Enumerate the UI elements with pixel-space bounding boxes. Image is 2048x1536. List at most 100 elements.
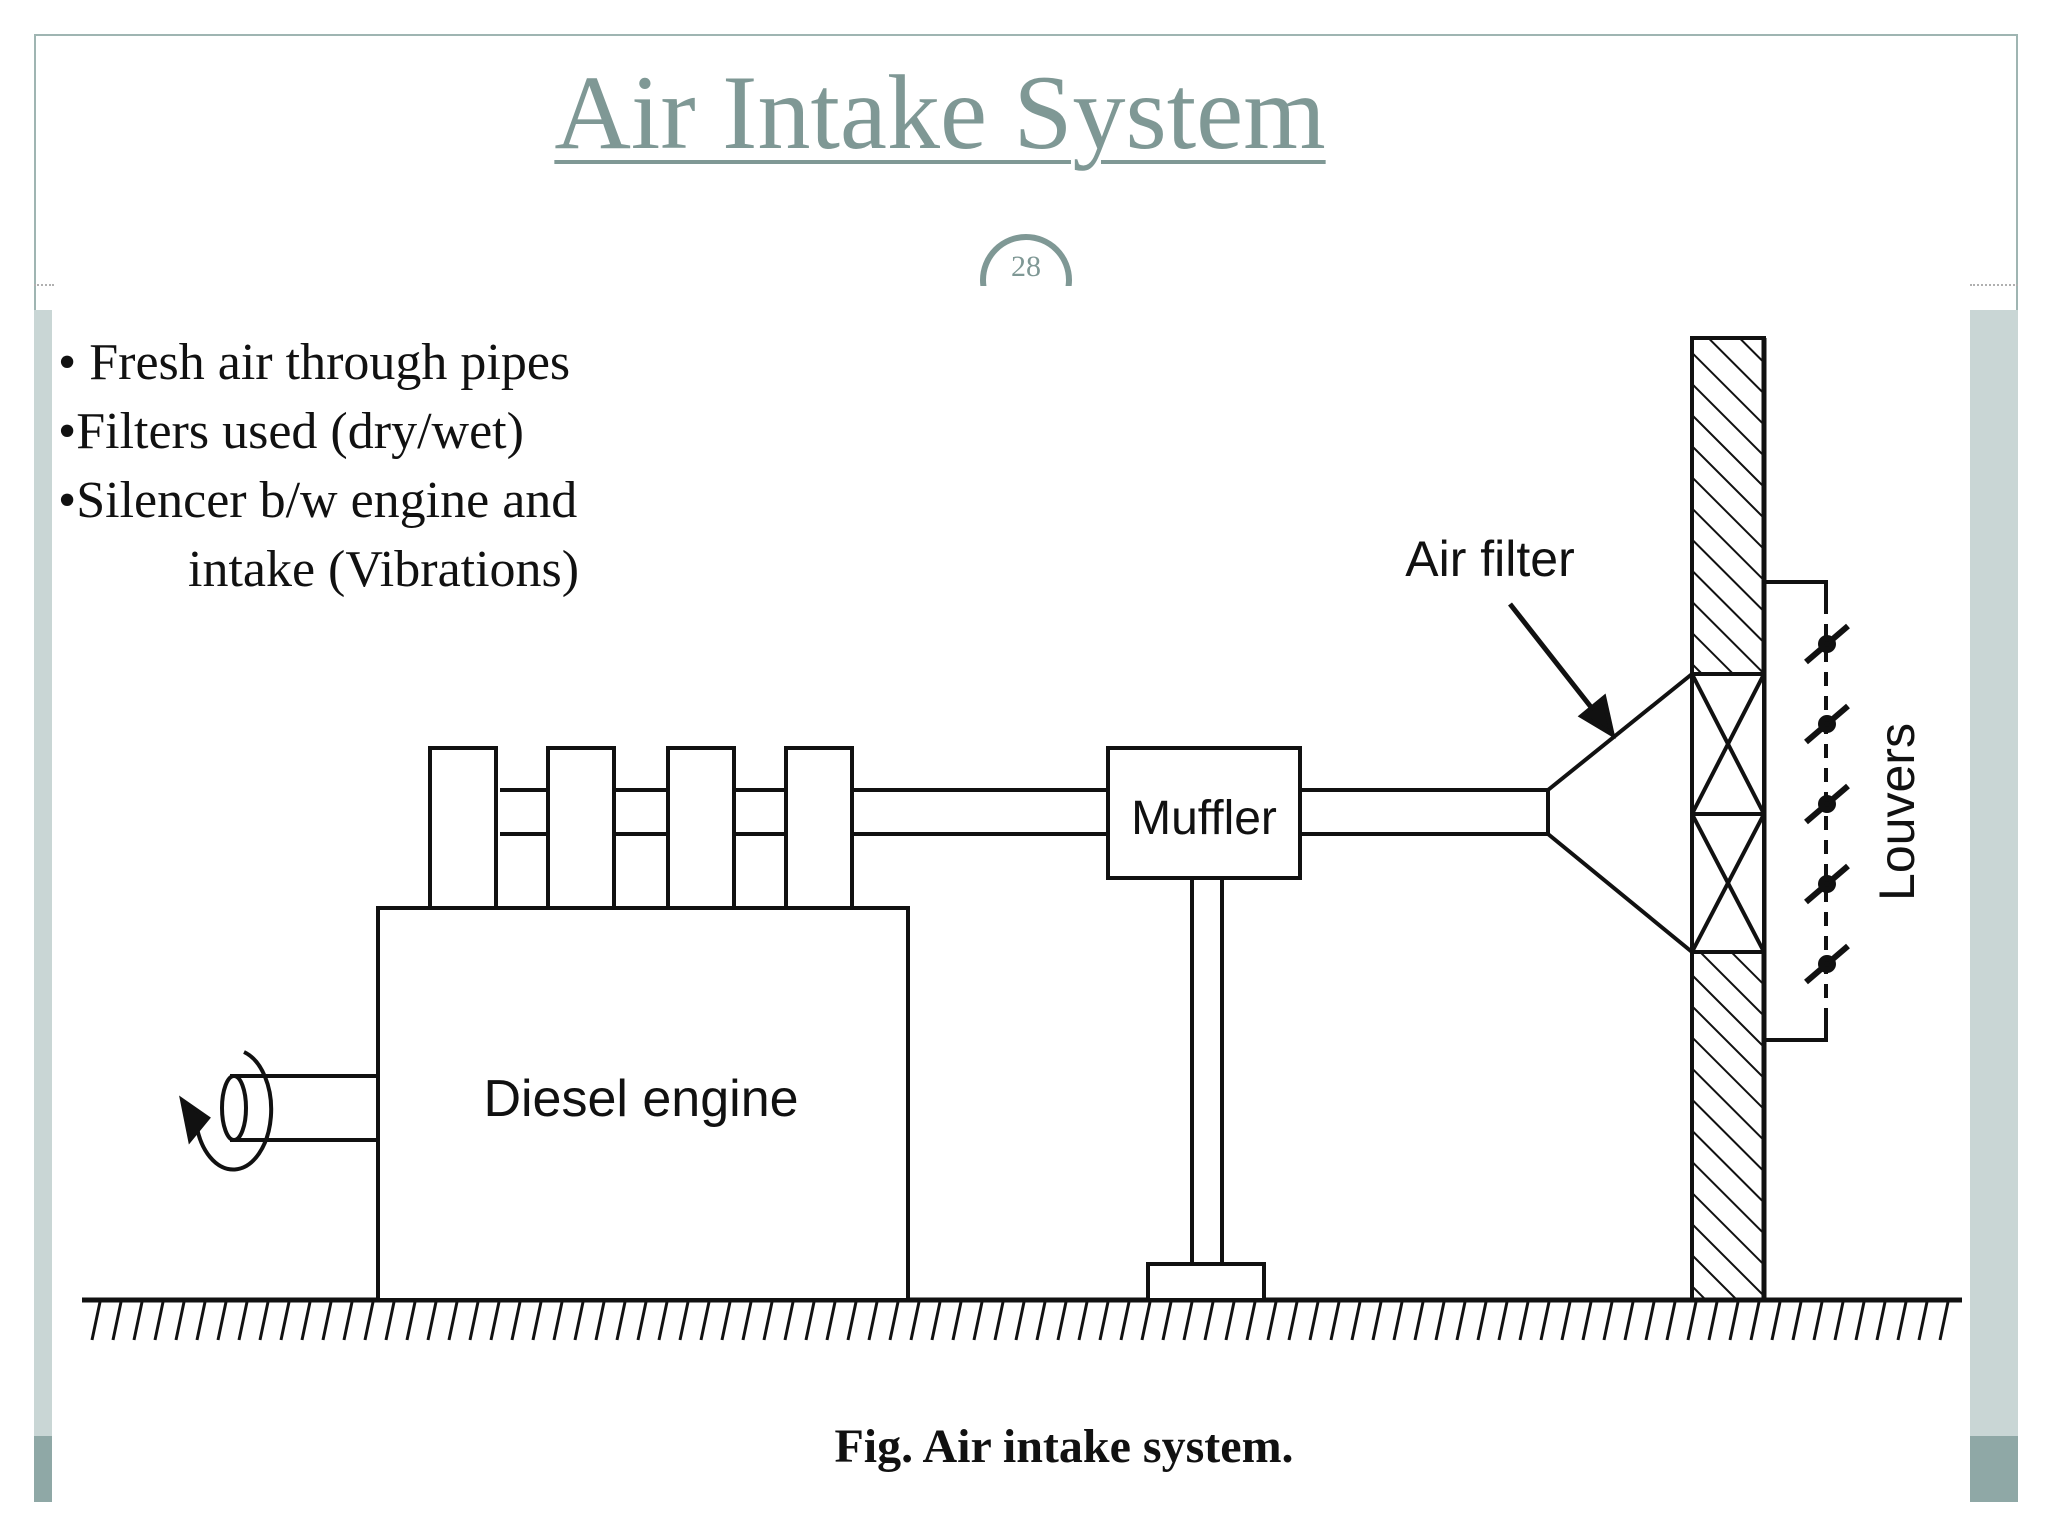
ground-hatch-tick xyxy=(1476,1301,1488,1341)
ground-hatch-tick xyxy=(741,1301,753,1341)
ground-hatch-tick xyxy=(636,1301,648,1341)
ground-hatch-tick xyxy=(1434,1301,1446,1341)
label-louvers: Louvers xyxy=(1869,723,1925,901)
bullet-text: Filters used (dry/wet) xyxy=(76,403,524,460)
ground-hatch-tick xyxy=(321,1301,333,1341)
bullet-text: Silencer b/w engine and xyxy=(76,472,578,529)
ground-hatch-tick xyxy=(468,1301,480,1341)
bullet-item: • Fresh air through pipes xyxy=(58,328,579,397)
page-number: 28 xyxy=(1011,250,1041,283)
ground-hatch-tick xyxy=(657,1301,669,1341)
muffler-support xyxy=(1146,878,1266,1302)
diesel-engine-body xyxy=(376,906,910,1302)
ground-hatch-tick xyxy=(195,1301,207,1341)
ground-hatch-tick xyxy=(405,1301,417,1341)
slide-title: Air Intake System xyxy=(554,54,1326,171)
ground xyxy=(82,1297,1962,1341)
ground-hatch-tick xyxy=(1455,1301,1467,1341)
ground-hatch-tick xyxy=(1203,1301,1215,1341)
bullet-mark: • xyxy=(58,334,77,391)
label-muffler: Muffler xyxy=(1131,792,1277,845)
bullet-text: Fresh air through pipes xyxy=(76,334,571,391)
ground-hatch-tick xyxy=(1350,1301,1362,1341)
ground-hatch-tick xyxy=(1140,1301,1152,1341)
right-accent-bar-dark xyxy=(1970,1436,2018,1502)
ground-hatch-tick xyxy=(1770,1301,1782,1341)
ground-hatch-tick xyxy=(993,1301,1005,1341)
ground-hatch-tick xyxy=(951,1301,963,1341)
ground-hatch-tick xyxy=(1035,1301,1047,1341)
ground-hatch-tick xyxy=(90,1301,102,1341)
intake-pipe xyxy=(1298,788,1548,836)
ground-hatch-tick xyxy=(1623,1301,1635,1341)
ground-hatch-tick xyxy=(1245,1301,1257,1341)
ground-hatch-tick xyxy=(1371,1301,1383,1341)
ground-hatch-tick xyxy=(1182,1301,1194,1341)
right-accent-bar xyxy=(1970,310,2018,1502)
ground-hatch-tick xyxy=(1560,1301,1572,1341)
ground-hatch-tick xyxy=(1266,1301,1278,1341)
page-number-badge: 28 xyxy=(976,230,1084,286)
ground-hatch-tick xyxy=(1875,1301,1887,1341)
ground-hatch-tick xyxy=(699,1301,711,1341)
ground-hatch-tick xyxy=(909,1301,921,1341)
ground-hatch-tick xyxy=(1917,1301,1929,1341)
ground-hatch-tick xyxy=(510,1301,522,1341)
ground-hatch-tick xyxy=(594,1301,606,1341)
ground-hatch-tick xyxy=(426,1301,438,1341)
ground-hatch-tick xyxy=(1518,1301,1530,1341)
engine-cylinders xyxy=(428,746,854,910)
divider-right xyxy=(1970,284,2018,286)
ground-hatch-tick xyxy=(1896,1301,1908,1341)
ground-hatch-tick xyxy=(930,1301,942,1341)
air-filter-pointer-arrow xyxy=(1508,602,1616,740)
ground-hatch-tick xyxy=(1707,1301,1719,1341)
ground-hatch-tick xyxy=(720,1301,732,1341)
ground-hatch-tick xyxy=(1308,1301,1320,1341)
ground-hatch-tick xyxy=(1224,1301,1236,1341)
ground-hatch-tick xyxy=(615,1301,627,1341)
ground-hatch-tick xyxy=(1497,1301,1509,1341)
ground-hatch-tick xyxy=(867,1301,879,1341)
ground-hatch-tick xyxy=(1812,1301,1824,1341)
crank-shaft xyxy=(220,1074,378,1142)
ground-hatch-tick xyxy=(489,1301,501,1341)
ground-hatch-tick xyxy=(1161,1301,1173,1341)
ground-hatch-tick xyxy=(552,1301,564,1341)
ground-hatch-tick xyxy=(1833,1301,1845,1341)
left-accent-bar xyxy=(34,310,52,1502)
ground-hatch-tick xyxy=(573,1301,585,1341)
ground-hatch-tick xyxy=(762,1301,774,1341)
ground-hatch-tick xyxy=(1329,1301,1341,1341)
ground-hatch-tick xyxy=(1581,1301,1593,1341)
label-diesel-engine: Diesel engine xyxy=(483,1070,798,1128)
ground-hatch-tick xyxy=(531,1301,543,1341)
ground-hatch-tick xyxy=(1602,1301,1614,1341)
ground-hatch-tick xyxy=(384,1301,396,1341)
louver-blades xyxy=(1804,623,1850,985)
ground-hatch-tick xyxy=(279,1301,291,1341)
ground-hatch-tick xyxy=(1854,1301,1866,1341)
ground-hatch-tick xyxy=(132,1301,144,1341)
ground-hatch-tick xyxy=(1644,1301,1656,1341)
ground-hatch-tick xyxy=(972,1301,984,1341)
rotation-arrow-icon xyxy=(179,1050,274,1172)
ground-hatch-tick xyxy=(1686,1301,1698,1341)
ground-hatch-tick xyxy=(1014,1301,1026,1341)
bullet-continuation: intake (Vibrations) xyxy=(188,541,580,598)
ground-hatch-tick xyxy=(1287,1301,1299,1341)
ground-hatch-tick xyxy=(1077,1301,1089,1341)
ground-hatch-tick xyxy=(111,1301,123,1341)
ground-hatch-tick xyxy=(363,1301,375,1341)
ground-hatch-tick xyxy=(300,1301,312,1341)
ground-hatch-tick xyxy=(258,1301,270,1341)
ground-hatch-tick xyxy=(1665,1301,1677,1341)
ground-hatch-tick xyxy=(174,1301,186,1341)
label-air-filter: Air filter xyxy=(1405,531,1574,587)
ground-hatch-tick xyxy=(237,1301,249,1341)
ground-hatch-tick xyxy=(153,1301,165,1341)
bullet-mark: • xyxy=(58,472,77,529)
bullet-mark: • xyxy=(58,403,77,460)
ground-hatch-tick xyxy=(1056,1301,1068,1341)
